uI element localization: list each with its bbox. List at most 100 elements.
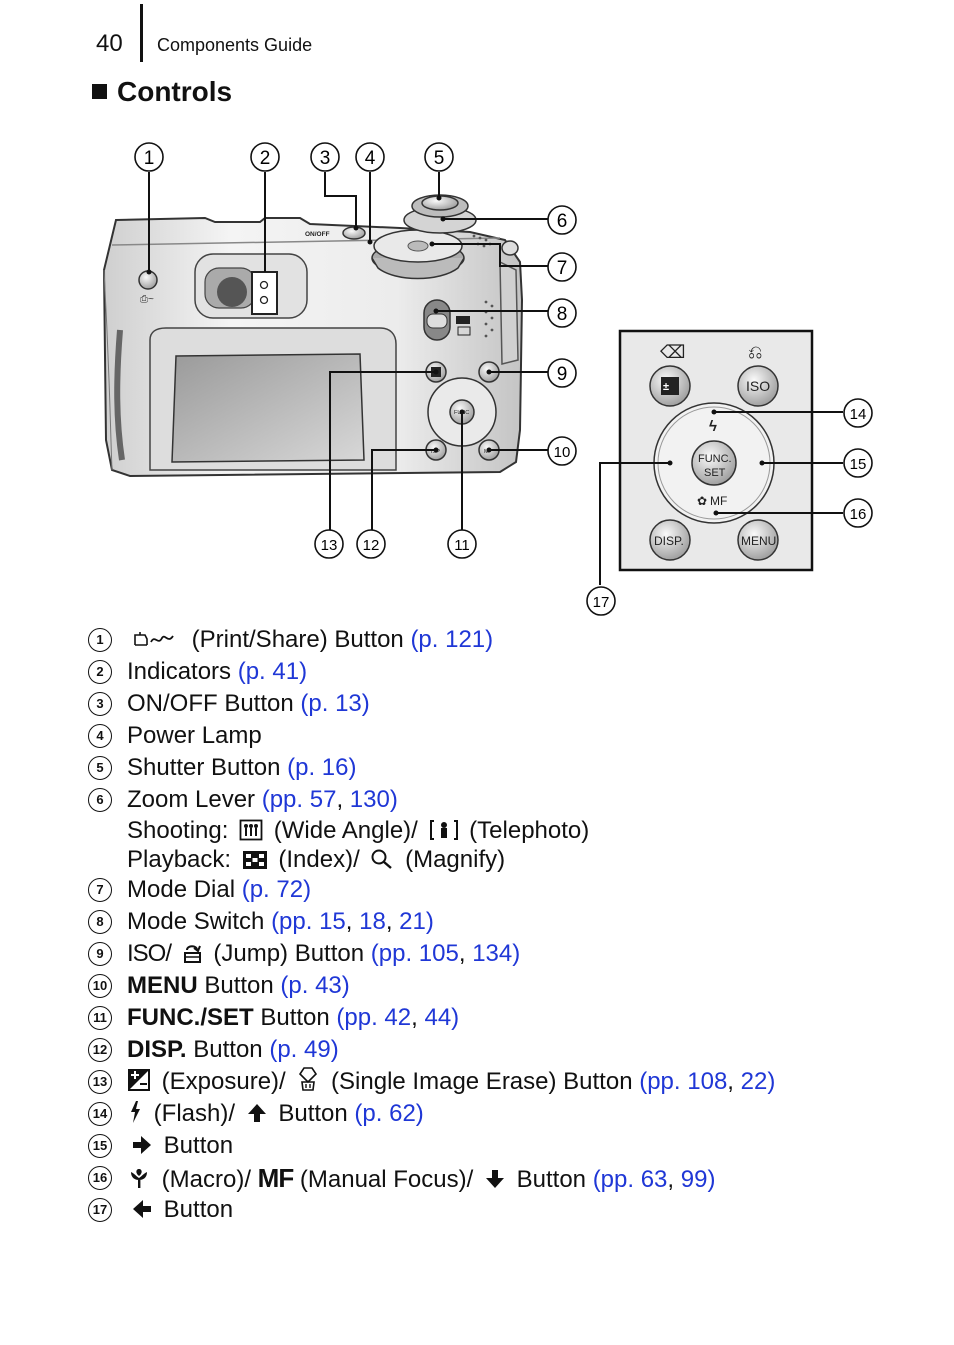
page-link[interactable]: (pp. 42 xyxy=(336,1004,412,1031)
svg-text:11: 11 xyxy=(454,537,470,554)
callout-numbers: 1 2 3 4 5 6 7 8 9 10 11 12 13 14 15 16 1… xyxy=(134,142,873,616)
legend-item-12: 12 DISP. Button (p. 49) xyxy=(88,1034,868,1066)
callout-4: 4 xyxy=(355,142,385,172)
page-link[interactable]: (pp. 105 xyxy=(370,940,459,967)
page-link[interactable]: 22) xyxy=(740,1068,776,1095)
callout-9: 9 xyxy=(547,358,577,388)
macro-icon: ✿ xyxy=(697,494,707,508)
callout-12: 12 xyxy=(356,529,386,559)
svg-text:DISP.: DISP. xyxy=(654,534,684,548)
callout-7: 7 xyxy=(547,252,577,282)
callout-6: 6 xyxy=(547,205,577,235)
page-link[interactable]: 21) xyxy=(399,908,434,935)
legend-item-14: 14 (Flash)/ Button (p. 62) xyxy=(88,1098,868,1130)
print-share-icon: ⎙~ xyxy=(140,294,154,305)
page-link[interactable]: 130) xyxy=(349,786,398,813)
legend-item-6: 6 Zoom Lever (pp. 57, 130) xyxy=(88,784,868,816)
shutter-zoom xyxy=(403,194,477,234)
iso-button xyxy=(737,365,779,407)
svg-text:7: 7 xyxy=(557,258,568,279)
erase-icon: ⌫ xyxy=(660,342,685,362)
camera-back-diagram: ⎙~ ON/OFF xyxy=(102,142,873,616)
svg-text:10: 10 xyxy=(554,444,571,461)
svg-text:1: 1 xyxy=(144,148,155,169)
legend-item-6-shooting: Shooting: (Wide Angle)/ (Telephoto) xyxy=(127,817,590,844)
callout-13: 13 xyxy=(314,529,344,559)
running-head: Components Guide xyxy=(157,35,313,55)
page-link[interactable]: 134) xyxy=(472,940,521,967)
mf-label: MF xyxy=(257,1163,295,1193)
callout-15: 15 xyxy=(843,448,873,478)
print-share-icon xyxy=(134,632,174,646)
svg-text:9: 9 xyxy=(557,364,568,385)
svg-text:M: M xyxy=(484,449,489,455)
func-set-button xyxy=(691,440,737,486)
legend-item-4: 4 Power Lamp xyxy=(88,720,868,752)
telephoto-icon xyxy=(429,820,458,840)
svg-text:SET: SET xyxy=(704,467,726,479)
magnify-icon xyxy=(371,849,393,869)
page-link[interactable]: (pp. 15 xyxy=(271,908,346,935)
page-link[interactable]: (p. 121) xyxy=(410,626,494,653)
page-link[interactable]: (pp. 57 xyxy=(261,786,337,813)
legend-item-9: 9 ISO/ (Jump) Button (pp. 105, 134) xyxy=(88,938,868,970)
component-legend: 1 (Print/Share) Button (p. 121) 2 Indica… xyxy=(88,624,868,1226)
svg-text:6: 6 xyxy=(557,211,568,232)
page-link[interactable]: 18 xyxy=(359,908,386,935)
wide-angle-icon xyxy=(239,819,263,841)
legend-item-11: 11 FUNC./SET Button (pp. 42, 44) xyxy=(88,1002,868,1034)
legend-item-17: 17 Button xyxy=(88,1194,868,1226)
svg-text:ISO: ISO xyxy=(746,378,770,394)
page-link[interactable]: (p. 16) xyxy=(287,754,357,781)
svg-text:14: 14 xyxy=(850,406,867,423)
callout-10: 10 xyxy=(547,436,577,466)
legend-item-16: 16 (Macro)/ MF (Manual Focus)/ Button (p… xyxy=(88,1162,868,1194)
section-title: Controls xyxy=(117,76,233,107)
svg-text:17: 17 xyxy=(593,594,610,611)
legend-item-2: 2 Indicators (p. 41) xyxy=(88,656,868,688)
page-link[interactable]: 99) xyxy=(680,1166,716,1193)
svg-text:12: 12 xyxy=(363,537,380,554)
page-link[interactable]: (p. 43) xyxy=(280,972,350,999)
svg-text:8: 8 xyxy=(557,304,568,325)
callout-2: 2 xyxy=(250,142,280,172)
flash-icon xyxy=(131,1101,140,1123)
svg-text:MENU: MENU xyxy=(741,534,776,548)
page-link[interactable]: (p. 49) xyxy=(269,1036,339,1063)
page-link[interactable]: (p. 72) xyxy=(241,876,312,903)
page-link[interactable]: (p. 41) xyxy=(237,658,308,685)
jump-icon: ⎌ xyxy=(748,342,762,362)
callout-14: 14 xyxy=(843,398,873,428)
button-panel-inset: ⌫ ⎌ ± ISO FUNC. SET ϟ ✿ MF DISP. MENU xyxy=(599,329,843,585)
page-link[interactable]: (p. 13) xyxy=(300,690,370,717)
arrow-down-icon xyxy=(485,1170,504,1188)
callout-17: 17 xyxy=(586,586,616,616)
disp-button xyxy=(649,519,691,561)
callout-11: 11 xyxy=(447,529,477,559)
jump-icon xyxy=(183,945,201,963)
menu-button xyxy=(737,519,779,561)
legend-item-10: 10 MENU Button (p. 43) xyxy=(88,970,868,1002)
macro-icon xyxy=(131,1169,147,1188)
svg-text:15: 15 xyxy=(850,456,867,473)
svg-text:2: 2 xyxy=(260,148,271,169)
legend-item-15: 15 Button xyxy=(88,1130,868,1162)
page-link[interactable]: (p. 62) xyxy=(354,1100,424,1127)
page-link[interactable]: 44) xyxy=(424,1004,460,1031)
page-link[interactable]: (pp. 63 xyxy=(592,1166,668,1193)
exposure-icon xyxy=(128,1069,150,1091)
callout-3: 3 xyxy=(310,142,340,172)
svg-text:5: 5 xyxy=(434,148,445,169)
page-number: 40 xyxy=(96,30,123,57)
legend-item-13: 13 (Exposure)/ (Single Image Erase) Butt… xyxy=(88,1066,868,1098)
section-heading: Controls xyxy=(92,76,232,108)
legend-item-1: 1 (Print/Share) Button (p. 121) xyxy=(88,624,868,656)
legend-item-5: 5 Shutter Button (p. 16) xyxy=(88,752,868,784)
svg-text:16: 16 xyxy=(850,506,867,523)
svg-text:3: 3 xyxy=(320,148,331,169)
legend-item-6-playback: Playback: (Index)/ (Magnify) xyxy=(127,846,506,873)
page-link[interactable]: (pp. 108 xyxy=(639,1068,728,1095)
svg-text:±: ± xyxy=(663,381,669,393)
leader-lines xyxy=(148,172,548,530)
index-icon xyxy=(242,851,267,869)
